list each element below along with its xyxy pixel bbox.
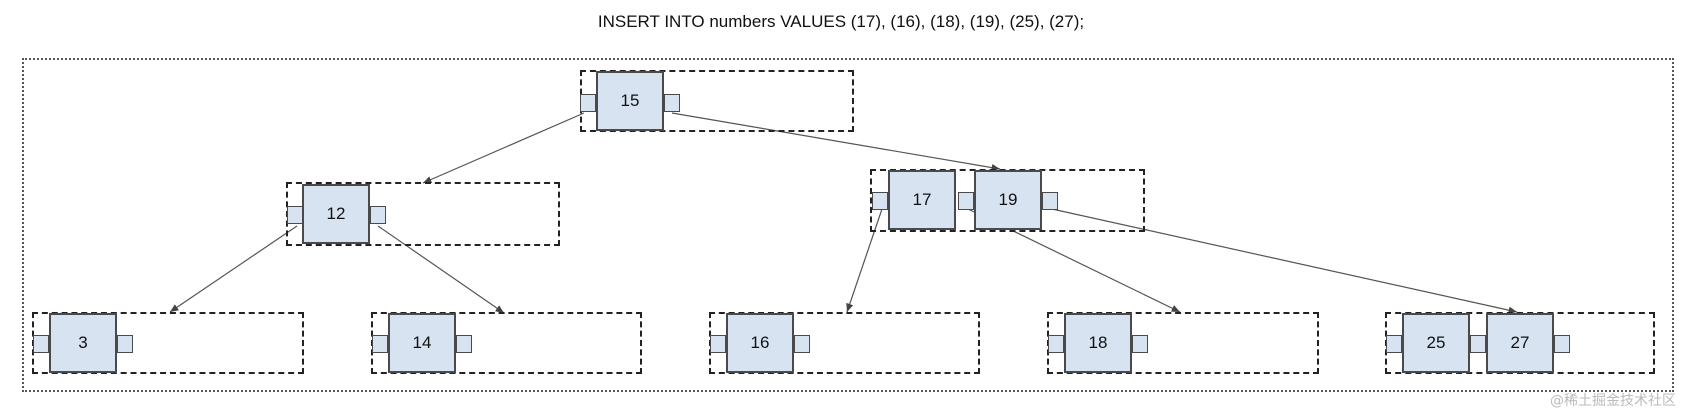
leaf-key-25: 25 xyxy=(1402,313,1470,373)
node-17-19-middle-pointer xyxy=(958,192,974,210)
root-left-pointer xyxy=(580,94,596,112)
edge-15-to-12 xyxy=(422,112,585,184)
leaf-18-right-pointer xyxy=(1132,335,1148,353)
node-19-right-pointer xyxy=(1042,192,1058,210)
edge-15-to-17-19 xyxy=(671,112,1001,172)
sql-statement-title: INSERT INTO numbers VALUES (17), (16), (… xyxy=(597,12,1085,31)
leaf-14-right-pointer xyxy=(456,335,472,353)
edge-12-to-14 xyxy=(377,225,505,314)
node-12-left-pointer xyxy=(287,206,303,224)
leaf-3-left-pointer xyxy=(33,335,49,353)
node-key-12: 12 xyxy=(302,184,370,244)
node-key-17: 17 xyxy=(888,170,956,230)
root-right-pointer xyxy=(664,94,680,112)
leaf-16-right-pointer xyxy=(794,335,810,353)
leaf-27-right-pointer xyxy=(1554,335,1570,353)
node-key-19: 19 xyxy=(974,170,1042,230)
leaf-14-left-pointer xyxy=(372,335,388,353)
leaf-key-16: 16 xyxy=(726,313,794,373)
leaf-key-14: 14 xyxy=(388,313,456,373)
leaf-3-right-pointer xyxy=(117,335,133,353)
leaf-25-left-pointer xyxy=(1386,335,1402,353)
node-12-right-pointer xyxy=(370,206,386,224)
watermark-text: @稀土掘金技术社区 xyxy=(1550,393,1676,409)
leaf-key-18: 18 xyxy=(1064,313,1132,373)
leaf-18-left-pointer xyxy=(1048,335,1064,353)
leaf-key-3: 3 xyxy=(49,313,117,373)
edge-19-to-25-27 xyxy=(1051,208,1518,314)
node-17-left-pointer xyxy=(872,192,888,210)
leaf-25-27-middle-pointer xyxy=(1470,335,1486,353)
leaf-16-left-pointer xyxy=(710,335,726,353)
edge-12-to-3 xyxy=(169,225,298,313)
edge-17-to-16 xyxy=(846,208,883,313)
tree-frame xyxy=(22,58,1674,392)
leaf-key-27: 27 xyxy=(1486,313,1554,373)
root-key-15: 15 xyxy=(596,71,664,131)
